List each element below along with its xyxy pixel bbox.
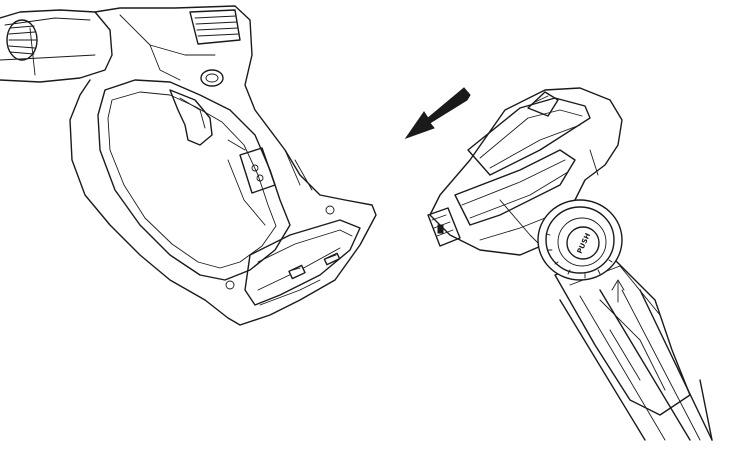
extension-pole [559, 289, 713, 441]
up-arrow-icon [611, 279, 625, 303]
battery-terminal-connector [427, 207, 461, 247]
adjustment-dial-icon [6, 19, 38, 61]
trigger [169, 89, 213, 146]
lock-switch-icon [239, 147, 276, 194]
terminal-slot-icon [288, 252, 341, 280]
vent-grille-icon [189, 9, 241, 45]
tool-handle-body [0, 5, 377, 326]
push-release-button: PUSH [537, 199, 623, 281]
screw-boss-icon [200, 69, 224, 87]
battery-adapter-assembly: PUSH [427, 87, 713, 441]
slide-direction-arrow-icon [404, 87, 471, 139]
